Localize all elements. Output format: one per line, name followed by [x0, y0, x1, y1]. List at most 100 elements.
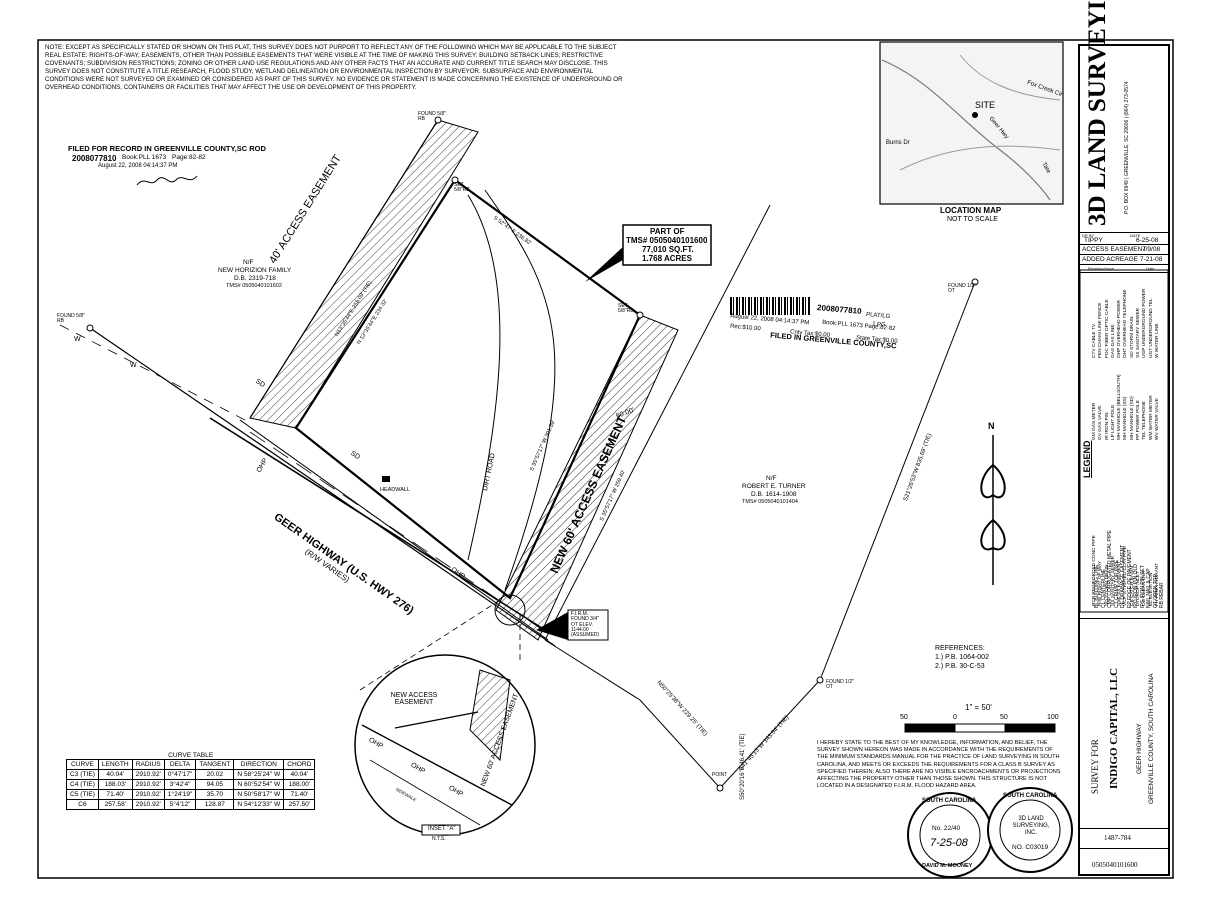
scale-tick: 100 — [1047, 714, 1059, 721]
found-pin-left — [86, 324, 94, 332]
titleblock-row-date: DR BY TIPPY DATE 6-25-08 — [1080, 232, 1168, 244]
label-headwall: HEADWALL — [380, 487, 411, 493]
owner-right-db: D.B. 1614-1908 — [751, 491, 797, 498]
scale-tick: 50 — [900, 714, 908, 721]
inset-leader-1 — [359, 599, 501, 691]
table-cell: N 50°58'17" W — [233, 789, 285, 800]
label-water-2: W — [130, 362, 137, 369]
revision-date-label: Date — [1146, 266, 1155, 271]
sheet-border — [37, 39, 1174, 879]
revision-2: ADDED ACREAGE — [1082, 256, 1138, 263]
scale-tick: 50 — [1000, 714, 1008, 721]
filed-stamp-1-book: Book:PLL 1673 — [122, 154, 167, 161]
owner-left-name: NEW HORIZION FAMILY — [218, 267, 292, 274]
curve-table-header: CURVE LENGTH RADIUS DELTA TANGENT DIRECT… — [66, 759, 316, 770]
company-name: 3D LAND SURVEYING, INC. — [1084, 0, 1111, 226]
location-map-title: LOCATION MAP — [940, 206, 1002, 215]
curve-col-radius: RADIUS — [131, 759, 165, 770]
set-pin-2 — [636, 311, 644, 319]
location-map-road3: Burns Dr — [886, 140, 910, 146]
location-map-frame — [879, 41, 1064, 205]
north-label: N — [988, 421, 995, 431]
highway-edge-1 — [89, 327, 556, 647]
company-address: P.O. BOX 6949 | GREENVILLE, SC 29606 | (… — [1124, 81, 1130, 214]
owner-right-nf: N/F — [766, 475, 777, 482]
client-name: INDIGO CAPITAL, LLC — [1108, 667, 1120, 789]
seal-1-date: 7-25-08 — [930, 837, 968, 849]
firm-label-box — [567, 609, 609, 641]
dirt-road-line-2 — [484, 189, 556, 591]
table-cell: 40.04' — [97, 769, 133, 780]
long-diagonal-line — [544, 204, 771, 641]
found-pin-top — [434, 116, 442, 124]
filed-stamp-1-number: 2008077810 — [72, 154, 117, 163]
certification-text: I HEREBY STATE TO THE BEST OF MY KNOWLED… — [817, 740, 1061, 790]
titleblock-row-rev2: ADDED ACREAGE 7-21-08 — [1080, 254, 1168, 264]
owner-left-db: D.B. 2319-718 — [234, 275, 276, 282]
scale-bar-black-1 — [904, 723, 956, 733]
table-cell: C6 — [66, 799, 99, 810]
highway-edge-2 — [209, 417, 546, 631]
table-cell: 257.50' — [283, 799, 316, 810]
location-map-subtitle: NOT TO SCALE — [947, 216, 998, 223]
seal-1-no: No. 22/40 — [932, 825, 961, 832]
table-cell: 257.58' — [97, 799, 133, 810]
date-value: 6-25-08 — [1136, 237, 1159, 244]
barcode — [730, 297, 810, 315]
curve-col-chord: CHORD — [283, 759, 316, 770]
revision-label: Revision/Issue — [1088, 266, 1115, 271]
seal-2-no: NO. C03019 — [1012, 844, 1049, 851]
revision-1-date: 7/9/08 — [1142, 246, 1161, 253]
label-found-lower: FOUND 1/2" OT — [826, 679, 854, 691]
table-cell: C5 (TIE) — [66, 789, 99, 800]
tms-number: 0505040101600 — [1092, 861, 1138, 869]
property-boundary — [294, 179, 642, 600]
access-easement-60-hatch — [495, 314, 679, 641]
power-line — [249, 431, 541, 629]
general-note: NOTE: EXCEPT AS SPECIFICALLY STATED OR S… — [45, 44, 623, 91]
reference-2: 2.) P.B. 30-C-53 — [935, 663, 985, 670]
table-cell: 1°24'19" — [163, 789, 197, 800]
parcel-line2: TMS# 0505040101600 — [626, 236, 708, 245]
job-number: 1487-784 — [1104, 834, 1131, 842]
location-map-site-dot — [972, 112, 978, 118]
drawn-by-label: DR BY — [1082, 233, 1095, 238]
curve-col-delta: DELTA — [163, 759, 197, 770]
curve-col-direction: DIRECTION — [233, 759, 285, 770]
client-county: GREENVILLE COUNTY, SOUTH CAROLINA — [1148, 673, 1155, 804]
reference-1: 1.) P.B. 1064-002 — [935, 654, 989, 661]
filed-stamp-1-line1: FILED FOR RECORD IN GREENVILLE COUNTY,SC… — [68, 144, 266, 153]
parcel-line3: 77,010 SQ.FT. — [642, 245, 694, 254]
parcel-label-box — [622, 224, 712, 266]
table-cell: 0°47'17" — [163, 769, 197, 780]
table-cell: C3 (TIE) — [66, 769, 99, 780]
found-pin-lower — [816, 676, 824, 684]
table-cell: 2910.92' — [131, 769, 165, 780]
label-found-left: FOUND 5/8" RB — [57, 313, 85, 325]
references-title: REFERENCES: — [935, 645, 985, 652]
titleblock-row-client: SURVEY FOR INDIGO CAPITAL, LLC GEER HIGH… — [1080, 618, 1168, 828]
drawn-by: TIPPY — [1084, 237, 1103, 244]
curve-table: CURVE TABLE CURVE LENGTH RADIUS DELTA TA… — [66, 752, 316, 810]
filed-stamp-1-page: Page:82-82 — [172, 154, 206, 161]
table-cell: N 58°25'24" W — [233, 769, 285, 780]
table-cell: N 60°52'54" W — [233, 779, 285, 790]
table-cell: 71.40' — [97, 789, 133, 800]
scale-tick: 0 — [953, 714, 957, 721]
title-block: 3D LAND SURVEYING, INC. P.O. BOX 6949 | … — [1078, 0, 1170, 876]
table-cell: 94.05 — [195, 779, 235, 790]
scale-ratio: 1" = 50' — [965, 703, 992, 712]
dirt-road-line-1 — [467, 194, 501, 561]
filed-stamp-1-date: August 22, 2008 04:14:37 PM — [98, 163, 178, 169]
location-map-road-3 — [899, 145, 1061, 171]
found-pin-right — [971, 278, 979, 286]
headwall-marker — [382, 476, 390, 482]
titleblock-row-rev1: ACCESS EASEMENT 7/9/08 — [1080, 244, 1168, 254]
table-cell: 71.40' — [283, 789, 316, 800]
table-cell: 188.00' — [283, 779, 316, 790]
seal-1-inner — [919, 804, 981, 866]
